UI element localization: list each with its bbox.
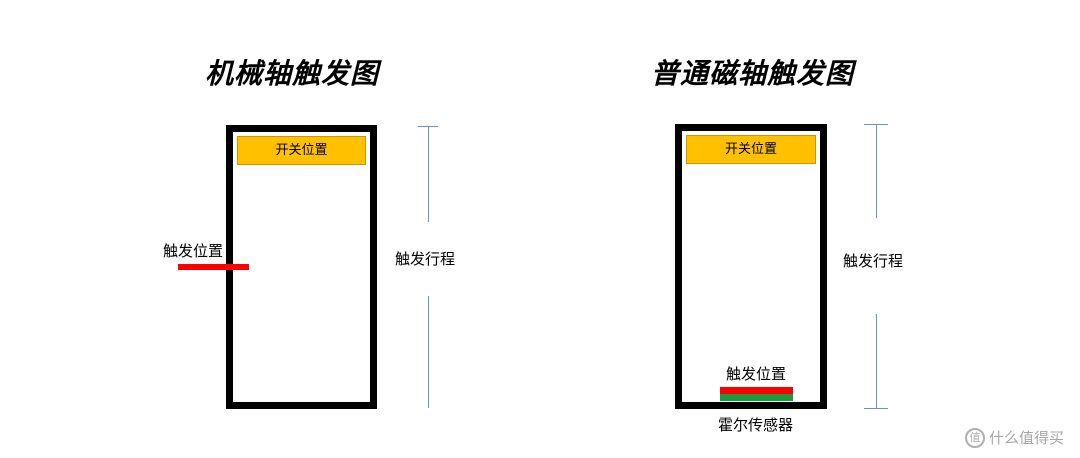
travel-line-lower bbox=[428, 296, 429, 408]
travel-line-upper bbox=[876, 124, 877, 218]
travel-line-upper bbox=[428, 126, 429, 222]
trigger-position-bar bbox=[178, 264, 249, 270]
travel-label: 触发行程 bbox=[395, 250, 456, 268]
trigger-position-label: 触发位置 bbox=[163, 242, 224, 260]
hall-sensor-label: 霍尔传感器 bbox=[718, 416, 794, 434]
mechanical-title: 机械轴触发图 bbox=[205, 57, 380, 90]
smzdm-logo-icon: 值 bbox=[964, 428, 985, 448]
magnetic-title: 普通磁轴触发图 bbox=[651, 57, 855, 90]
switch-box bbox=[226, 125, 377, 409]
travel-bottom-tick bbox=[864, 408, 888, 409]
travel-label: 触发行程 bbox=[843, 252, 904, 270]
switch-position: 开关位置 bbox=[237, 136, 366, 165]
switch-box bbox=[675, 124, 827, 409]
hall-sensor-bar bbox=[720, 394, 793, 401]
trigger-position-label: 触发位置 bbox=[726, 365, 787, 383]
switch-position: 开关位置 bbox=[686, 135, 816, 164]
trigger-position-bar bbox=[720, 387, 793, 394]
watermark: 值什么值得买 bbox=[964, 427, 1064, 448]
travel-line-lower bbox=[876, 314, 877, 408]
watermark-text: 什么值得买 bbox=[988, 428, 1064, 447]
